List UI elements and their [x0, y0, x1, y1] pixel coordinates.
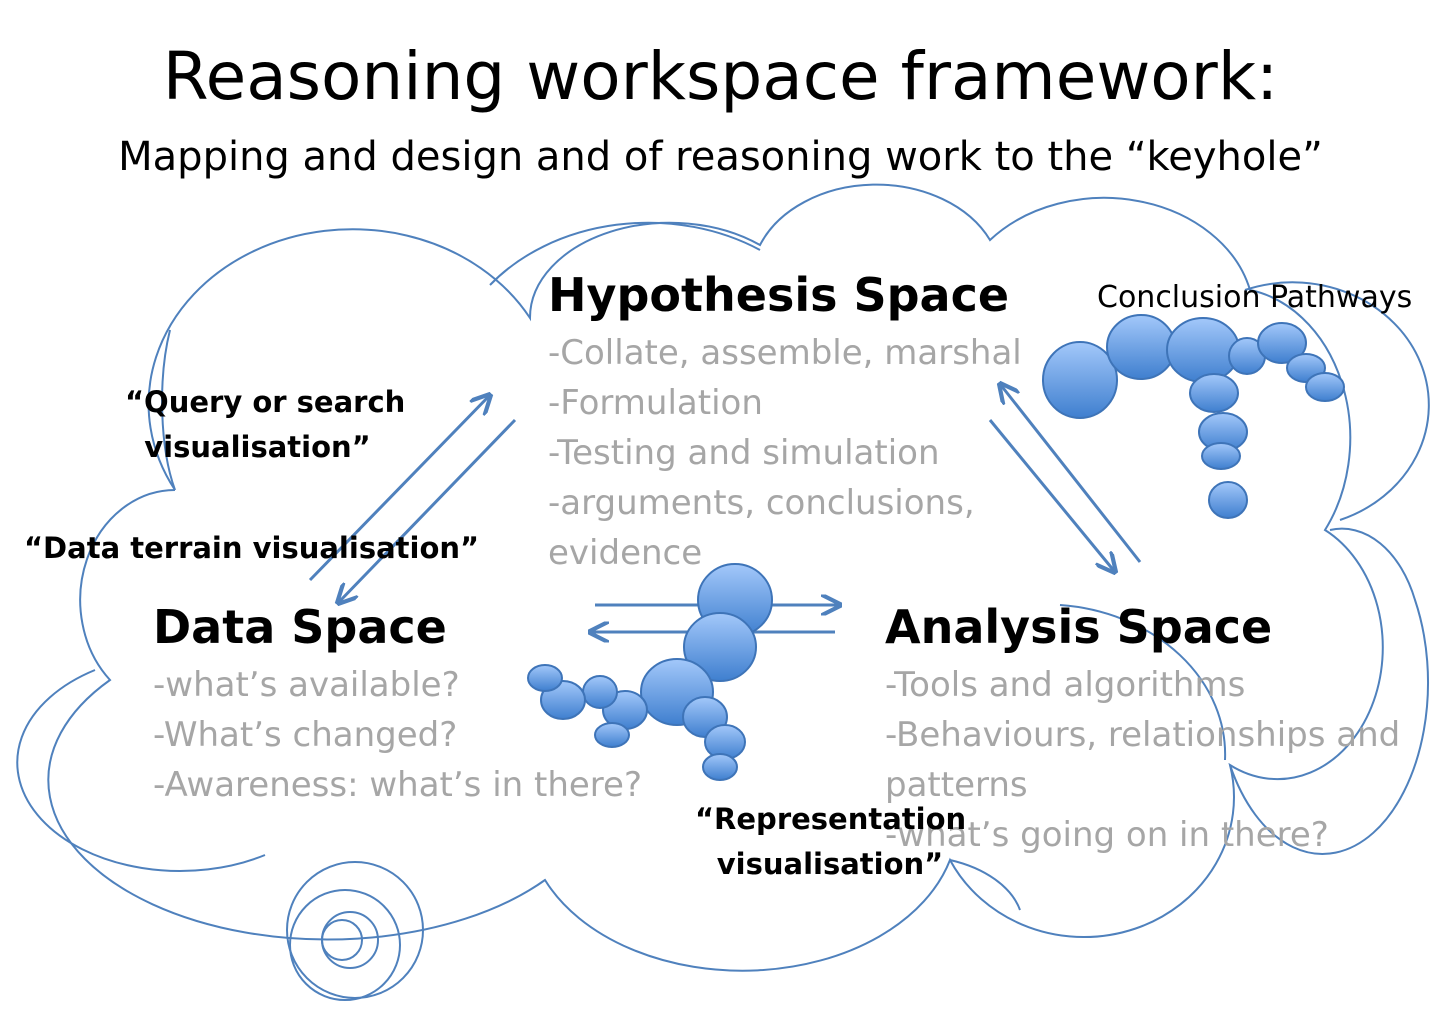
arrow-analysis-to-hypothesis	[1000, 384, 1142, 563]
query-label-line: visualisation”	[144, 430, 371, 464]
query-label-line: “Query or search	[125, 385, 406, 419]
list-item: -Behaviours, relationships and	[885, 715, 1401, 755]
hypothesis-heading: Hypothesis Space	[548, 268, 1010, 322]
list-item: evidence	[548, 533, 703, 573]
analysis-heading: Analysis Space	[885, 600, 1273, 654]
data-space-heading: Data Space	[153, 600, 447, 654]
representation-label-line: “Representation	[695, 802, 967, 836]
spiral-icon	[286, 861, 424, 1001]
arrow-data-to-hypothesis	[308, 395, 490, 582]
list-item: -what’s going on in there?	[885, 815, 1329, 855]
list-item: -Collate, assemble, marshal	[548, 333, 1022, 373]
representation-label-line: visualisation”	[716, 847, 944, 881]
data-space-list: -what’s available? -What’s changed? -Awa…	[153, 660, 642, 810]
cloud-outline	[47, 183, 1384, 972]
representation-bubbles	[527, 563, 773, 781]
analysis-list: -Tools and algorithms -Behaviours, relat…	[885, 660, 1400, 860]
list-item: -arguments, conclusions,	[548, 483, 975, 523]
list-item: -Testing and simulation	[548, 433, 940, 473]
arrow-hypothesis-to-analysis	[988, 419, 1115, 572]
list-item: patterns	[885, 765, 1028, 805]
query-label: “Query or search visualisation”	[125, 380, 406, 470]
cloud-inner-curves	[16, 221, 1430, 911]
list-item: -Tools and algorithms	[885, 665, 1246, 705]
conclusion-pathways-label: Conclusion Pathways	[1097, 280, 1413, 315]
list-item: -Awareness: what’s in there?	[153, 765, 642, 805]
conclusion-bubbles	[1042, 314, 1345, 519]
arrow-hypothesis-to-data	[338, 418, 517, 603]
list-item: -What’s changed?	[153, 715, 458, 755]
representation-label: “Representation visualisation”	[695, 797, 967, 887]
slide-title: Reasoning workspace framework:	[162, 38, 1279, 115]
hypothesis-list: -Collate, assemble, marshal -Formulation…	[548, 328, 1022, 578]
terrain-label: “Data terrain visualisation”	[24, 531, 480, 565]
list-item: -what’s available?	[153, 665, 460, 705]
list-item: -Formulation	[548, 383, 763, 423]
slide-subtitle: Mapping and design and of reasoning work…	[118, 134, 1323, 180]
